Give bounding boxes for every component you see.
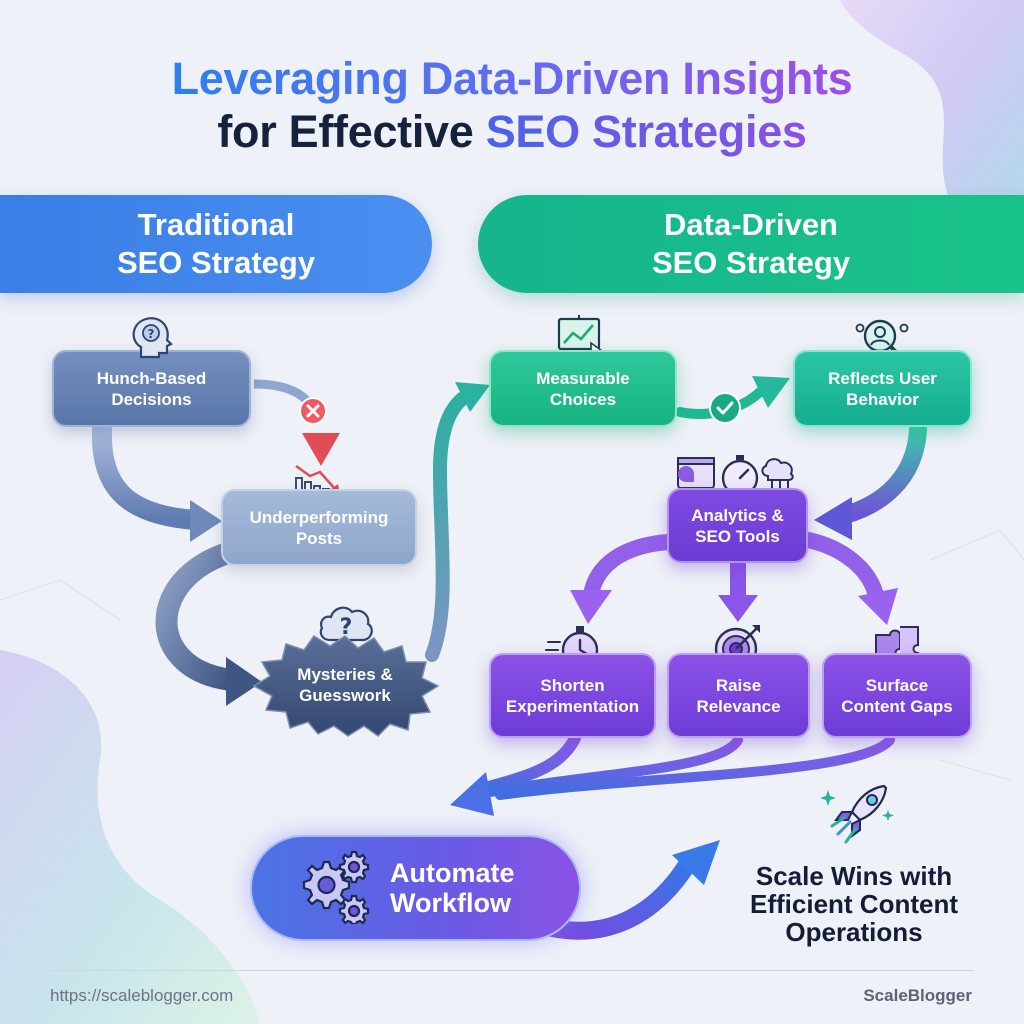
hunch-based-decisions-node: Hunch-Based Decisions (52, 350, 251, 427)
outcome-line-3: Operations (785, 917, 923, 947)
data-driven-banner-line-2: SEO Strategy (651, 245, 851, 280)
title-line-1: Leveraging Data-Driven Insights (171, 53, 853, 104)
svg-text:?: ? (340, 615, 353, 640)
hunch-label-1: Hunch-Based (96, 368, 207, 388)
question-cloud-icon: ? (319, 606, 373, 642)
underperforming-label-1: Underperforming (249, 507, 389, 527)
measurable-choices-node: Measurable Choices (489, 350, 677, 427)
traditional-banner-line-2: SEO Strategy (116, 245, 316, 280)
reflects-user-behavior-node: Reflects User Behavior (793, 350, 972, 427)
automate-label-2: Workflow (390, 888, 511, 918)
title-line-2-highlight: SEO Strategies (485, 106, 807, 157)
scale-wins-outcome: Scale Wins with Efficient Content Operat… (726, 862, 982, 946)
shorten-experimentation-node: Shorten Experimentation (489, 653, 656, 738)
rocket-icon (820, 784, 894, 844)
raise-relevance-node: Raise Relevance (667, 653, 810, 738)
mysteries-guesswork-node: Mysteries & Guesswork (250, 630, 440, 740)
page-title: Leveraging Data-Driven Insights for Effe… (0, 52, 1024, 158)
raise-label-2: Relevance (696, 696, 781, 716)
data-driven-banner: Data-Driven SEO Strategy (478, 195, 1024, 293)
automate-label-1: Automate (390, 858, 515, 888)
gears-icon (302, 850, 370, 924)
check-icon (709, 392, 741, 424)
reflects-label-2: Behavior (846, 389, 919, 409)
footer-url[interactable]: https://scaleblogger.com (50, 986, 234, 1005)
analytics-seo-tools-node: Analytics & SEO Tools (667, 488, 808, 563)
traditional-banner-line-1: Traditional (137, 207, 295, 242)
brain-icon: ? (132, 317, 173, 359)
outcome-line-1: Scale Wins with (755, 861, 953, 891)
underperforming-label-2: Posts (295, 528, 343, 548)
traditional-banner: Traditional SEO Strategy (0, 195, 432, 293)
analytics-label-1: Analytics & (691, 505, 784, 525)
analytics-label-2: SEO Tools (695, 526, 780, 546)
mysteries-label-1: Mysteries & (297, 665, 393, 684)
mysteries-label-2: Guesswork (299, 686, 391, 705)
footer-brand: ScaleBlogger (863, 986, 972, 1005)
analytics-tools-icon (677, 455, 794, 502)
measurable-label-1: Measurable (536, 368, 630, 388)
footer-divider (50, 970, 974, 971)
x-mark-icon (299, 397, 327, 425)
spiky-burst-shape (252, 634, 440, 737)
data-driven-banner-line-1: Data-Driven (664, 207, 838, 242)
hunch-label-2: Decisions (111, 389, 192, 409)
title-line-2-prefix: for Effective (217, 106, 486, 157)
measurable-label-2: Choices (549, 389, 617, 409)
raise-label-1: Raise (715, 675, 762, 695)
shorten-label-2: Experimentation (505, 696, 640, 716)
underperforming-posts-node: Underperforming Posts (221, 489, 417, 566)
reflects-label-1: Reflects User (828, 368, 937, 388)
shorten-label-1: Shorten (540, 675, 605, 695)
surface-label-2: Content Gaps (841, 696, 953, 716)
surface-label-1: Surface (865, 675, 929, 695)
surface-content-gaps-node: Surface Content Gaps (822, 653, 972, 738)
svg-text:?: ? (148, 327, 155, 341)
outcome-line-2: Efficient Content (750, 889, 958, 919)
